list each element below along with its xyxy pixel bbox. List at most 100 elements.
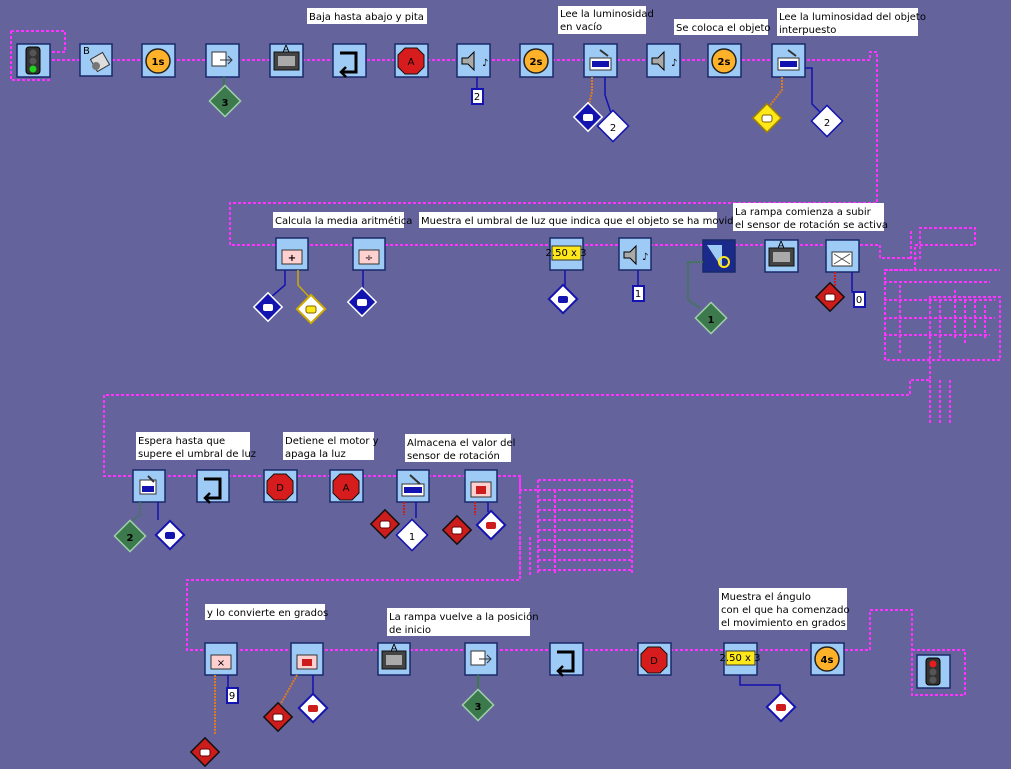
light-value-yellow-diamond[interactable] (752, 103, 782, 133)
svg-text:♪: ♪ (482, 58, 488, 69)
stop-motor-a-block-2[interactable]: A (329, 469, 364, 503)
svg-text:2: 2 (127, 533, 134, 544)
jump-block-2[interactable] (196, 469, 230, 504)
wait-timer-4s[interactable]: 4s (810, 642, 845, 676)
variable-3-diamond[interactable]: 3 (208, 84, 242, 118)
math-red-diamond-c[interactable] (190, 737, 220, 767)
svg-text:el sensor de rotación se activ: el sensor de rotación se activa (735, 219, 888, 231)
rotation-value-red-diamond[interactable] (815, 282, 845, 312)
variable-value: 3 (222, 98, 229, 109)
light-sensor-block-1[interactable] (583, 43, 618, 78)
math-divide-block[interactable]: ÷ (352, 237, 386, 271)
variable-red-diamond-d[interactable] (263, 702, 293, 732)
wait-timer-1s[interactable]: 1s (141, 43, 176, 78)
variable-write-block[interactable] (464, 469, 498, 503)
svg-text:0: 0 (856, 295, 862, 306)
variable-2-diamond-b[interactable]: 2 (810, 104, 844, 138)
sound-number-2[interactable]: 2 (471, 88, 484, 105)
display-block-1[interactable]: 2.50 x 3 (546, 237, 587, 271)
comment-detiene-motor: Detiene el motor y apaga la luz (283, 432, 379, 460)
math-output-diamond[interactable] (347, 287, 377, 317)
svg-text:y lo convierte en grados: y lo convierte en grados (207, 608, 328, 619)
math-multiply-block[interactable]: × (204, 642, 238, 676)
svg-text:A: A (778, 240, 785, 251)
motor-control-block[interactable]: A (269, 43, 304, 78)
rotation-red-diamond-a[interactable] (370, 509, 400, 539)
svg-text:el movimiento en grados: el movimiento en grados (721, 618, 846, 629)
light-sensor-block-2[interactable] (771, 43, 806, 78)
variable-set-block-2[interactable] (464, 642, 498, 676)
variable-read-block[interactable] (290, 642, 324, 676)
svg-text:A: A (391, 643, 398, 654)
sound-block[interactable]: ♪ (456, 43, 491, 78)
svg-text:Muestra el umbral de luz que i: Muestra el umbral de luz que indica que … (421, 216, 740, 227)
threshold-blue-diamond[interactable] (154, 519, 186, 551)
sound-block-2[interactable]: ♪ (646, 43, 681, 78)
program-wires (10, 30, 1001, 696)
svg-text:2: 2 (824, 118, 830, 129)
svg-text:Baja hasta abajo y pita: Baja hasta abajo y pita (309, 12, 424, 23)
svg-text:2.50 x 3: 2.50 x 3 (720, 653, 761, 664)
variable-white-red-diamond-2[interactable] (297, 692, 329, 724)
svg-text:A: A (408, 57, 415, 68)
comment-rampa-vuelve: La rampa vuelve a la posición de inicio (387, 608, 539, 636)
variable-2-diamond-c[interactable]: 2 (113, 519, 147, 553)
stop-motor-d-block-2[interactable]: D (637, 642, 672, 676)
variable-3-diamond-b[interactable]: 3 (461, 688, 495, 722)
svg-text:Calcula la media aritmética: Calcula la media aritmética (275, 215, 412, 227)
comment-lee-luminosidad: Lee la luminosidad en vacío (558, 6, 654, 34)
svg-text:2: 2 (610, 123, 616, 134)
svg-text:2s: 2s (718, 57, 731, 68)
wait-light-sensor-block[interactable] (132, 469, 166, 503)
svg-text:Almacena el valor del: Almacena el valor del (407, 438, 515, 449)
rotation-sensor-read-block[interactable] (396, 469, 430, 503)
variable-1-diamond-a[interactable]: 1 (694, 301, 728, 335)
svg-text:1: 1 (635, 289, 641, 300)
motor-control-block-3[interactable]: A (377, 642, 411, 676)
svg-text:de inicio: de inicio (389, 625, 431, 636)
wait-timer-2s[interactable]: 2s (519, 43, 554, 78)
svg-text:1: 1 (409, 532, 415, 543)
variable-2-diamond-a[interactable]: 2 (596, 109, 630, 143)
motor-control-block-2[interactable]: A (764, 239, 799, 273)
svg-text:3: 3 (475, 702, 482, 713)
number-0-input[interactable]: 0 (853, 291, 866, 308)
display-value-diamond[interactable] (547, 283, 579, 315)
svg-text:en vacío: en vacío (560, 21, 602, 33)
svg-text:Muestra el ángulo: Muestra el ángulo (721, 591, 811, 603)
svg-text:La rampa vuelve a la posición: La rampa vuelve a la posición (389, 611, 539, 623)
timer-label: 1s (152, 57, 165, 68)
svg-text:Se coloca el objeto: Se coloca el objeto (676, 23, 771, 34)
display-block-2[interactable]: 2.50 x 3 (720, 642, 761, 676)
svg-text:2.50 x 3: 2.50 x 3 (546, 248, 587, 259)
variable-set-block[interactable] (205, 43, 240, 78)
motor-b-block[interactable]: B (79, 43, 113, 77)
comment-se-coloca: Se coloca el objeto (674, 19, 771, 35)
svg-text:♪: ♪ (642, 252, 648, 263)
svg-text:Espera hasta que: Espera hasta que (138, 436, 225, 447)
svg-text:La rampa comienza a subir: La rampa comienza a subir (735, 207, 872, 218)
rotation-sensor-reset-block[interactable] (702, 239, 736, 273)
start-block[interactable] (16, 43, 51, 78)
variable-1-diamond-b[interactable]: 1 (395, 518, 429, 552)
variable-white-red-diamond[interactable] (475, 509, 507, 541)
math-input-blue-diamond[interactable] (253, 292, 283, 322)
comment-calcula-media: Calcula la media aritmética (273, 212, 412, 228)
svg-text:÷: ÷ (365, 253, 373, 264)
variable-red-diamond-b[interactable] (442, 515, 472, 545)
stop-motor-a-block[interactable]: A (394, 43, 429, 78)
end-block[interactable] (916, 654, 951, 689)
sound-block-3[interactable]: ♪ (618, 237, 652, 271)
jump-block[interactable] (332, 43, 367, 78)
math-input-yellow-diamond[interactable] (295, 293, 327, 325)
jump-block-3[interactable] (549, 642, 584, 677)
stop-motor-d-block[interactable]: D (263, 469, 298, 503)
rotation-sensor-block[interactable] (825, 239, 860, 273)
wait-timer-2s-b[interactable]: 2s (707, 43, 742, 78)
number-9-input[interactable]: 9 (226, 687, 239, 704)
sound-number-1[interactable]: 1 (632, 285, 645, 302)
comment-rampa-subir: La rampa comienza a subir el sensor de r… (733, 203, 888, 231)
svg-text:Lee la luminosidad del objeto: Lee la luminosidad del objeto (779, 12, 926, 23)
math-add-block[interactable]: + (275, 237, 309, 271)
display-white-red-diamond[interactable] (765, 691, 797, 723)
